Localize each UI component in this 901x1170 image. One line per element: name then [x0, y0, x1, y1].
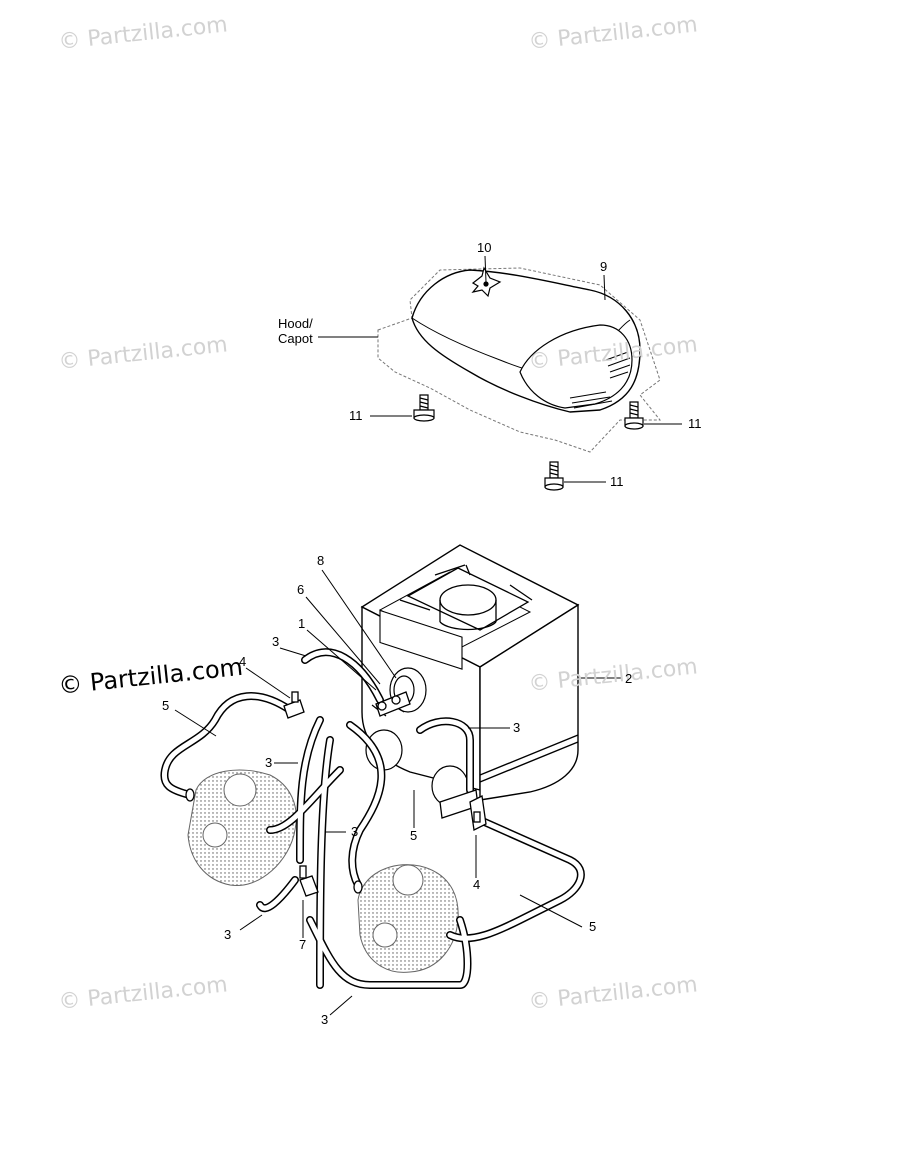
screw-bottom — [544, 461, 564, 491]
hood-cover — [411, 269, 641, 413]
carburetor-2 — [357, 864, 459, 973]
hood-label-line1: Hood/ — [278, 316, 313, 331]
callout-7: 7 — [299, 937, 307, 952]
callout-9: 9 — [600, 259, 608, 274]
callout-5: 5 — [589, 919, 597, 934]
hose-fittings — [185, 691, 487, 897]
screw-left — [413, 394, 435, 422]
callout-5: 5 — [410, 828, 418, 843]
callout-3: 3 — [351, 824, 359, 839]
hood-label: Hood/ Capot — [278, 316, 313, 346]
callout-3: 3 — [321, 1012, 329, 1027]
callout-3: 3 — [265, 755, 273, 770]
callout-3: 3 — [513, 720, 521, 735]
hood-screws — [413, 394, 644, 491]
tank-filler-neck — [399, 564, 533, 631]
callout-11: 11 — [610, 474, 624, 489]
hood-label-line2: Capot — [278, 331, 313, 346]
carburetor-1 — [187, 769, 297, 887]
callout-6: 6 — [297, 582, 305, 597]
callout-8: 8 — [317, 553, 325, 568]
callout-11: 11 — [688, 416, 702, 431]
hood-outline — [377, 267, 662, 453]
callout-5: 5 — [162, 698, 170, 713]
hoses-inner — [161, 649, 584, 988]
callout-3: 3 — [224, 927, 232, 942]
callout-2: 2 — [625, 671, 633, 686]
callout-1: 1 — [298, 616, 306, 631]
callout-4: 4 — [473, 877, 481, 892]
screw-right — [624, 401, 644, 430]
callout-3: 3 — [272, 634, 280, 649]
callout-4: 4 — [239, 654, 247, 669]
callout-10: 10 — [477, 240, 492, 255]
callout-11: 11 — [349, 408, 363, 423]
leader-lines — [174, 255, 682, 1016]
hood-emblem — [471, 266, 502, 298]
